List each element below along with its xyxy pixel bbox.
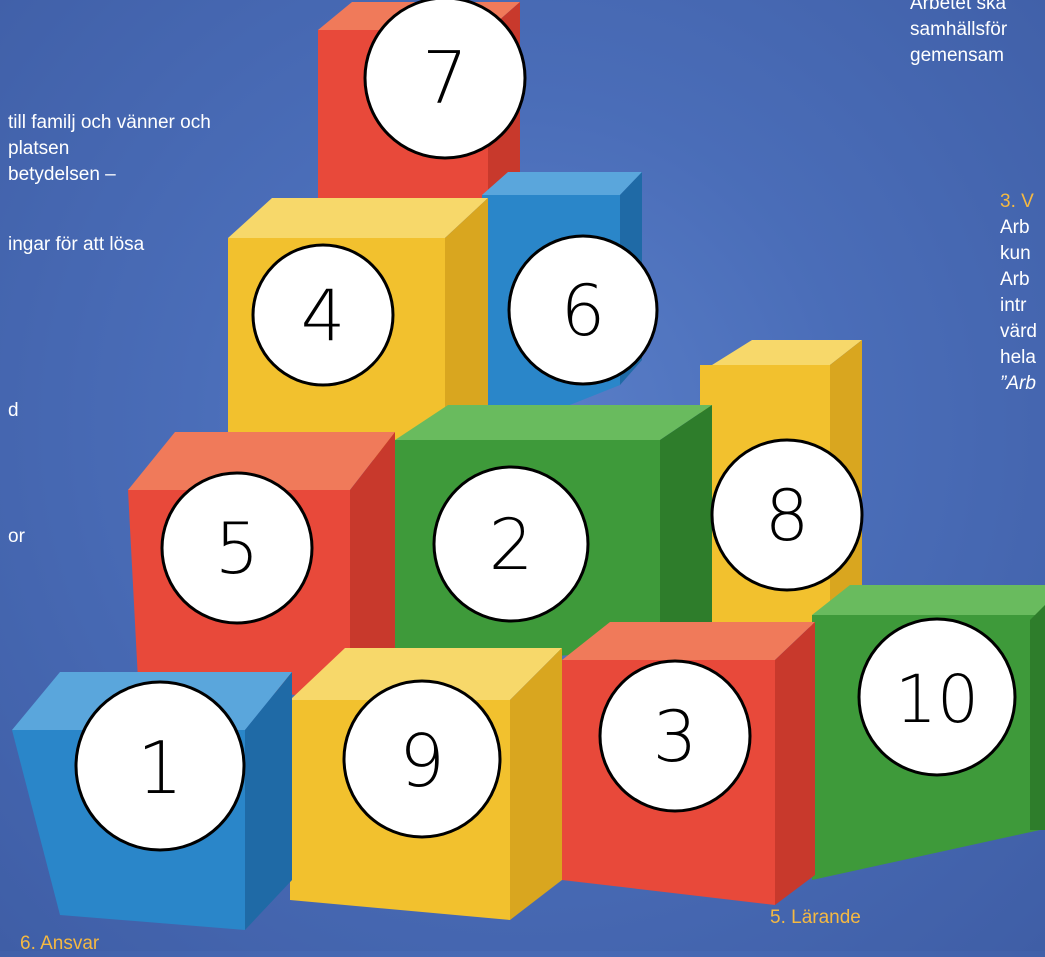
number-badge-10: 10: [859, 619, 1015, 775]
number-badge-6: 6: [509, 236, 657, 384]
number-badge-9: 9: [344, 681, 500, 837]
badge-label-2: 2: [489, 504, 534, 586]
badge-label-3: 3: [653, 696, 698, 778]
number-badge-4: 4: [253, 245, 393, 385]
badge-label-9: 9: [399, 719, 445, 803]
number-badge-3: 3: [600, 661, 750, 811]
number-badge-7: 7: [365, 0, 525, 158]
badge-label-7: 7: [422, 36, 468, 120]
number-badge-2: 2: [434, 467, 588, 621]
badge-label-8: 8: [765, 475, 810, 557]
badge-label-6: 6: [561, 270, 606, 352]
number-badge-1: 1: [76, 682, 244, 850]
badge-label-10: 10: [895, 661, 979, 738]
number-badge-8: 8: [712, 440, 862, 590]
badge-label-1: 1: [137, 726, 183, 810]
number-badge-5: 5: [162, 473, 312, 623]
badge-label-5: 5: [215, 508, 260, 590]
badge-label-4: 4: [301, 275, 346, 357]
